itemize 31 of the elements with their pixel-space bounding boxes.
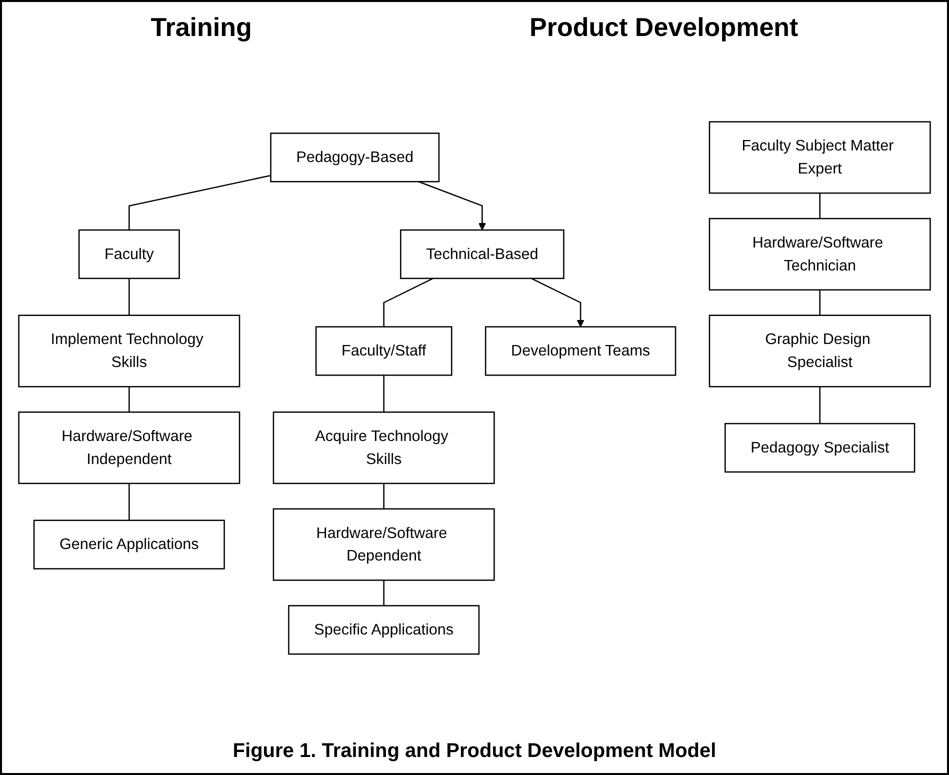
node-box: Faculty/Staff bbox=[315, 326, 452, 376]
node-box: Graphic Design Specialist bbox=[708, 314, 931, 387]
node-box: Specific Applications bbox=[288, 604, 480, 654]
connector bbox=[128, 174, 271, 230]
node-box: Faculty Subject Matter Expert bbox=[708, 120, 931, 194]
node-box: Development Teams bbox=[484, 326, 676, 376]
node-box: Implement Technology Skills bbox=[18, 314, 240, 387]
connector bbox=[383, 580, 384, 606]
connector bbox=[128, 278, 130, 315]
node-box: Technical-Based bbox=[400, 228, 564, 279]
column-heading: Training bbox=[150, 12, 252, 43]
node-box: Hardware/Software Technician bbox=[708, 218, 931, 290]
node-box: Generic Applications bbox=[33, 519, 225, 569]
connector bbox=[819, 289, 820, 315]
column-heading: Product Development bbox=[529, 12, 798, 43]
connector bbox=[383, 277, 434, 326]
node-box: Hardware/Software Dependent bbox=[272, 508, 495, 580]
node-box: Pedagogy Specialist bbox=[724, 422, 916, 472]
connector bbox=[128, 483, 130, 520]
node-box: Pedagogy-Based bbox=[270, 132, 440, 182]
connector bbox=[819, 386, 820, 424]
figure-caption: Figure 1. Training and Product Development Model bbox=[232, 740, 716, 763]
arrow bbox=[418, 180, 486, 230]
connector bbox=[128, 386, 130, 412]
node-box: Acquire Technology Skills bbox=[272, 411, 495, 484]
connector bbox=[383, 483, 384, 508]
connector bbox=[819, 192, 820, 218]
node-box: Faculty bbox=[78, 228, 180, 279]
node-box: Hardware/Software Independent bbox=[18, 411, 240, 484]
connector bbox=[383, 374, 384, 412]
arrow bbox=[531, 277, 584, 327]
